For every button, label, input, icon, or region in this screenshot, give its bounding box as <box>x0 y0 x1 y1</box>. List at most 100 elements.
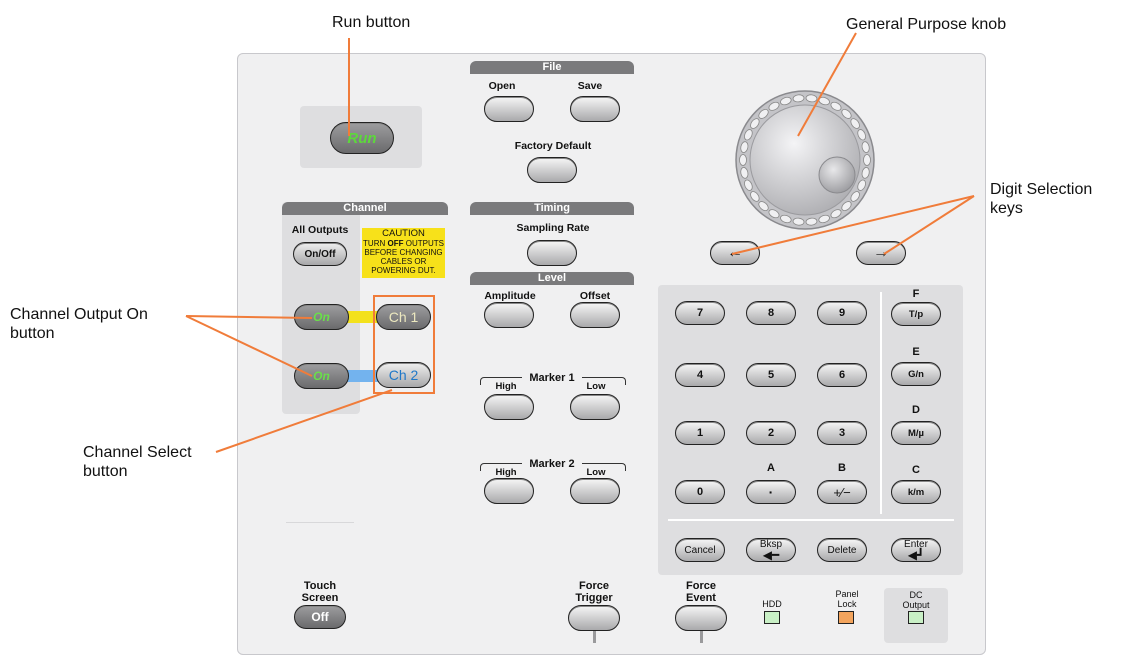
marker2-low-button[interactable] <box>570 478 620 504</box>
touch-screen-line1: Touch <box>303 580 337 592</box>
all-outputs-onoff-button[interactable]: On/Off <box>293 242 347 266</box>
unit-m-mu-button[interactable]: M/µ <box>891 421 941 445</box>
open-button[interactable] <box>484 96 534 122</box>
key-plus-minus[interactable]: +∕− <box>817 480 867 504</box>
digit-right-arrow-button[interactable]: → <box>856 241 906 265</box>
timing-header: Timing <box>470 202 634 215</box>
force-event-line1: Force <box>686 580 716 592</box>
marker1-high-button[interactable] <box>484 394 534 420</box>
knob-grip-notch <box>744 129 753 141</box>
dc-output-label: DC Output <box>896 590 936 610</box>
force-event-connector <box>700 631 703 643</box>
force-trigger-line1: Force <box>579 580 609 592</box>
annotation-knob: General Purpose knob <box>846 16 1007 33</box>
key-6[interactable]: 6 <box>817 363 867 387</box>
touch-screen-off-label: Off <box>311 610 329 624</box>
channel2-output-on-button[interactable]: On <box>294 363 349 389</box>
knob-grip-notch <box>740 141 749 153</box>
dc-output-line2: Output <box>902 600 930 610</box>
right-arrow-icon: → <box>873 244 889 261</box>
run-button[interactable]: Run <box>330 122 394 154</box>
knob-grip-notch <box>861 141 870 153</box>
annotation-run-button: Run button <box>332 14 411 31</box>
key-4[interactable]: 4 <box>675 363 725 387</box>
key-9[interactable]: 9 <box>817 301 867 325</box>
key-0-label: 0 <box>696 486 704 498</box>
annotation-channel-output-line2: button <box>10 325 55 342</box>
channel2-select-button[interactable]: Ch 2 <box>376 362 431 388</box>
force-event-button[interactable] <box>675 605 727 631</box>
offset-button[interactable] <box>570 302 620 328</box>
cancel-button[interactable]: Cancel <box>675 538 725 562</box>
key-a-letter: A <box>767 462 775 474</box>
touch-screen-divider <box>286 522 354 523</box>
marker1-low-button[interactable] <box>570 394 620 420</box>
left-arrow-icon: ← <box>727 244 743 261</box>
key-7[interactable]: 7 <box>675 301 725 325</box>
marker2-high-label: High <box>495 467 517 478</box>
factory-default-label: Factory Default <box>514 140 592 152</box>
unit-d-letter: D <box>912 404 920 416</box>
marker2-high-button[interactable] <box>484 478 534 504</box>
annotation-channel-select-line2: button <box>83 463 128 480</box>
bksp-label: Bksp <box>759 539 783 550</box>
unit-g-n-button[interactable]: G/n <box>891 362 941 386</box>
marker1-high-label: High <box>495 381 517 392</box>
open-label: Open <box>488 80 516 92</box>
force-trigger-connector <box>593 631 596 643</box>
unit-m-mu-label: M/µ <box>907 427 925 439</box>
onoff-label: On/Off <box>304 248 336 260</box>
caution-line1b: OFF <box>387 239 404 248</box>
marker2-label: Marker 2 <box>522 458 582 470</box>
amplitude-button[interactable] <box>484 302 534 328</box>
knob-grip-notch <box>744 179 753 191</box>
digit-left-arrow-button[interactable]: ← <box>710 241 760 265</box>
key-0[interactable]: 0 <box>675 480 725 504</box>
annotation-channel-output: Channel Output On button <box>10 305 148 343</box>
key-b-letter: B <box>838 462 846 474</box>
channel1-select-button[interactable]: Ch 1 <box>376 304 431 330</box>
delete-button[interactable]: Delete <box>817 538 867 562</box>
unit-f-letter: F <box>912 288 920 300</box>
enter-label: Enter <box>904 539 928 550</box>
factory-default-button[interactable] <box>527 157 577 183</box>
general-purpose-knob[interactable] <box>725 80 885 240</box>
backspace-button[interactable]: Bksp ◀━ <box>746 538 796 562</box>
key-8[interactable]: 8 <box>746 301 796 325</box>
unit-k-m-button[interactable]: k/m <box>891 480 941 504</box>
save-button[interactable] <box>570 96 620 122</box>
key-decimal[interactable]: · <box>746 480 796 504</box>
offset-label: Offset <box>579 290 611 302</box>
key-5[interactable]: 5 <box>746 363 796 387</box>
marker1-label: Marker 1 <box>522 372 582 384</box>
key-3[interactable]: 3 <box>817 421 867 445</box>
key-plus-minus-label: +∕− <box>833 484 851 500</box>
channel1-output-on-button[interactable]: On <box>294 304 349 330</box>
panel-lock-led <box>838 611 854 624</box>
key-decimal-label: · <box>768 484 774 500</box>
force-trigger-button[interactable] <box>568 605 620 631</box>
caution-line2: BEFORE CHANGING <box>364 248 443 257</box>
caution-label: CAUTION TURN OFF OUTPUTS BEFORE CHANGING… <box>362 228 445 278</box>
channel-header: Channel <box>282 202 448 215</box>
key-1[interactable]: 1 <box>675 421 725 445</box>
key-5-label: 5 <box>767 369 775 381</box>
keypad-divider-horizontal <box>668 519 954 521</box>
caution-line1c: OUTPUTS <box>403 239 444 248</box>
unit-c-letter: C <box>912 464 920 476</box>
sampling-rate-button[interactable] <box>527 240 577 266</box>
delete-label: Delete <box>827 544 857 556</box>
key-8-label: 8 <box>767 307 775 319</box>
ch1-strip <box>345 311 380 323</box>
touch-screen-off-button[interactable]: Off <box>294 605 346 629</box>
unit-t-p-button[interactable]: T/p <box>891 302 941 326</box>
enter-button[interactable]: Enter ◀┛ <box>891 538 941 562</box>
all-outputs-label: All Outputs <box>291 224 349 236</box>
annotation-channel-select-line1: Channel Select <box>83 444 192 461</box>
knob-grip-notch <box>857 179 866 191</box>
touch-screen-label: Touch Screen <box>286 580 354 604</box>
ch2-strip <box>345 370 380 382</box>
level-header: Level <box>470 272 634 285</box>
key-2[interactable]: 2 <box>746 421 796 445</box>
annotation-channel-select: Channel Select button <box>83 443 192 481</box>
